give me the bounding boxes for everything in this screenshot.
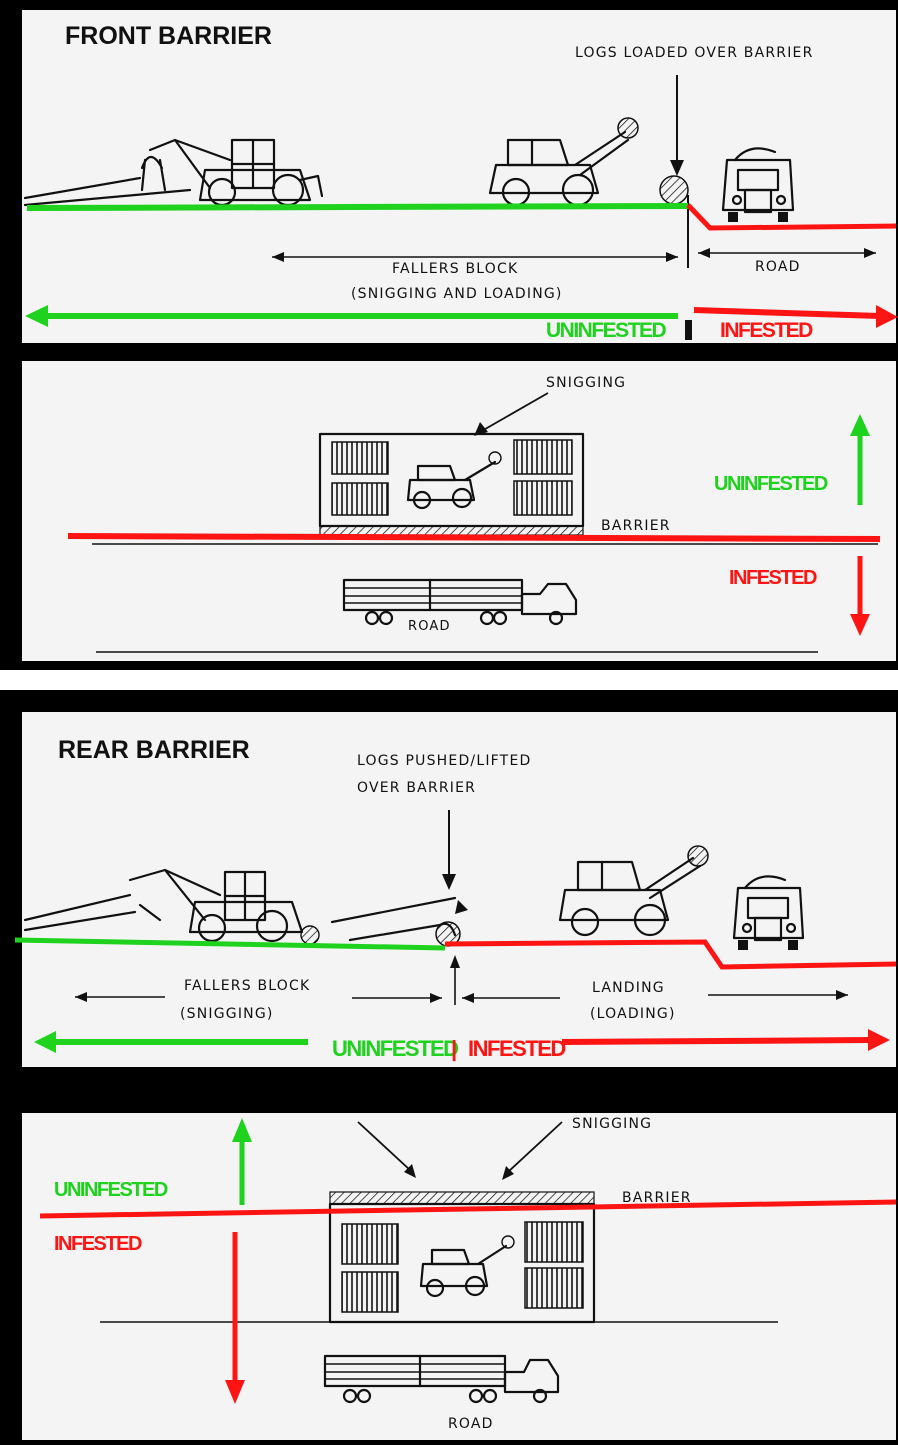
rear-separator: | [451,1036,456,1061]
front-fallers-block-label: FALLERS BLOCK [392,261,518,277]
rear-plan-uninfested-label: UNINFESTED [54,1179,168,1201]
rear-plan-snigging-label: SNIGGING [572,1116,652,1132]
front-snigging-loading-label: (SNIGGING AND LOADING) [351,286,563,302]
rear-uninfested-label: UNINFESTED [332,1036,458,1061]
front-plan-road-label: ROAD [408,619,451,634]
front-plan-snigging-label: SNIGGING [546,375,626,391]
front-side-panel: FRONT BARRIER LOGS LOADED OVER BARRIER [22,10,898,343]
rear-plan-barrier-hatch [330,1192,594,1204]
rear-infested-label: INFESTED [468,1036,565,1061]
rear-logs-note-2: OVER BARRIER [357,780,476,796]
rear-logs-note-1: LOGS PUSHED/LIFTED [357,753,531,769]
rear-snigging-label: (SNIGGING) [180,1006,274,1022]
front-infested-label: INFESTED [720,319,813,342]
rear-title: REAR BARRIER [58,736,250,764]
rear-infested-arrow [562,1040,870,1042]
rear-side-panel: REAR BARRIER LOGS PUSHED/LIFTED OVER BAR… [15,712,896,1067]
rear-plan-road-label: ROAD [448,1416,494,1432]
front-title: FRONT BARRIER [65,22,272,50]
front-log-on-barrier [660,176,688,204]
front-road-label: ROAD [755,259,801,275]
front-plan-barrier-hatch [320,526,583,535]
front-logs-note: LOGS LOADED OVER BARRIER [575,45,814,61]
front-uninfested-label: UNINFESTED [546,319,667,342]
rear-loading-label: (LOADING) [590,1006,676,1022]
rear-fallers-block-label: FALLERS BLOCK [184,978,310,994]
rear-landing-label: LANDING [592,980,665,996]
front-uninfested-ground-line [27,206,688,208]
front-plan-uninfested-label: UNINFESTED [714,473,828,495]
rear-plan-panel: SNIGGING BARRIER [22,1113,896,1440]
front-plan-infested-label: INFESTED [729,567,817,589]
front-plan-panel: SNIGGING BARRIER [22,361,896,661]
front-plan-barrier-line [68,536,880,539]
rear-plan-infested-label: INFESTED [54,1233,142,1255]
front-plan-barrier-label: BARRIER [601,518,671,534]
